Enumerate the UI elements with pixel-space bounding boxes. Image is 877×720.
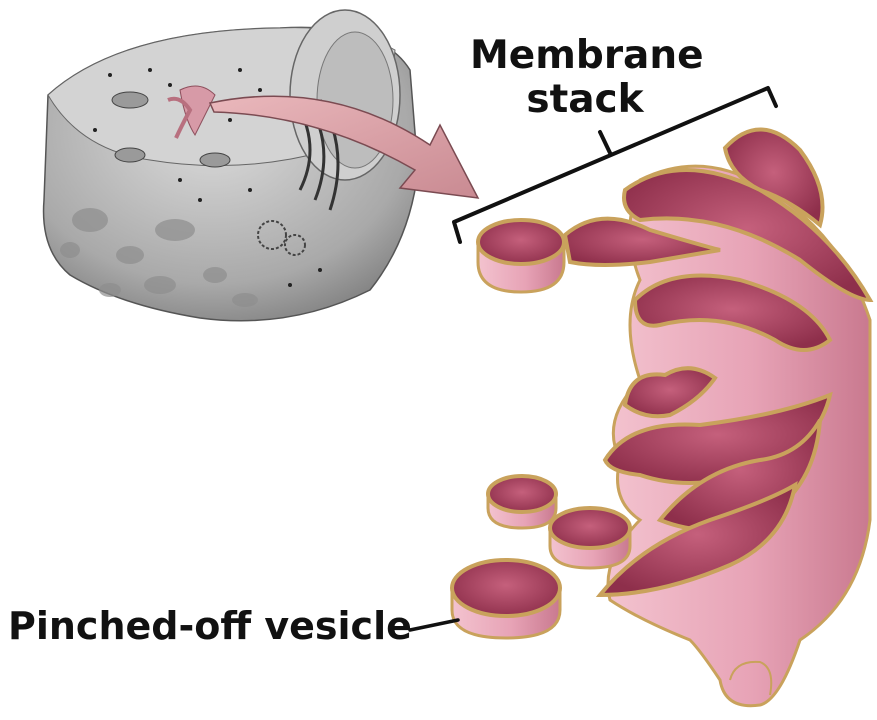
pinched-off-vesicle-label: Pinched-off vesicle	[8, 607, 412, 645]
membrane-stack-label-line2: stack	[470, 78, 700, 122]
pinched-off-vesicle	[452, 560, 560, 638]
cell-cutaway-illustration	[44, 10, 418, 321]
membrane-stack-label: Membrane stack	[470, 34, 700, 122]
vesicle-top	[478, 220, 564, 292]
vesicle-leader-line	[410, 620, 458, 630]
membrane-stack-label-line1: Membrane	[470, 34, 700, 78]
vesicle-small-2	[550, 508, 630, 568]
vesicle-small-1	[488, 476, 556, 528]
golgi-membrane-stack	[565, 129, 870, 705]
